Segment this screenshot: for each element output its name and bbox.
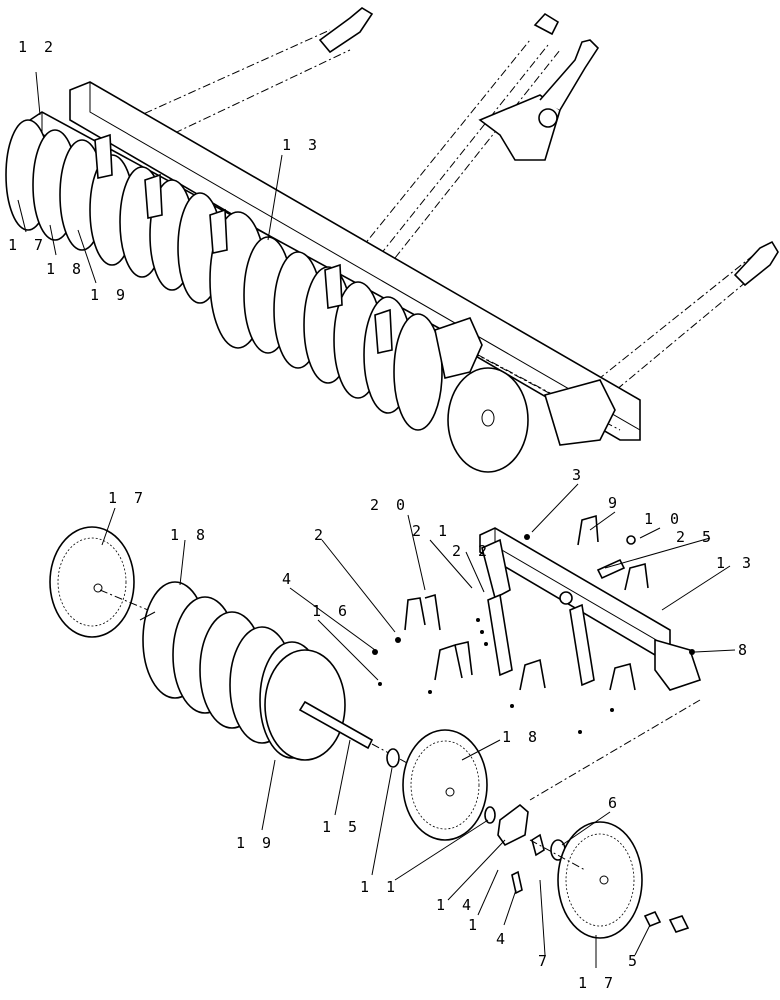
callout-5: 5 xyxy=(628,952,641,970)
bolt-4 xyxy=(511,870,523,895)
nut-5b xyxy=(668,915,690,933)
gang-bracket xyxy=(479,527,702,691)
callout-16: 1 6 xyxy=(312,602,351,620)
callout-4b: 4 xyxy=(496,930,509,948)
callout-14: 1 4 xyxy=(436,896,475,914)
callout-17a: 1 7 xyxy=(108,489,147,507)
washer-11 xyxy=(386,748,400,768)
callout-1: 1 xyxy=(468,916,481,934)
top-leaders xyxy=(17,71,283,284)
nut-5 xyxy=(643,910,662,928)
disc-stack xyxy=(139,581,346,761)
hardware-dots xyxy=(372,534,695,734)
callout-4a: 4 xyxy=(282,570,295,588)
exploded-view xyxy=(49,514,702,939)
top-disc-gang xyxy=(5,119,529,473)
callout-13b: 1 3 xyxy=(716,554,755,572)
bearing-14 xyxy=(497,803,529,847)
callout-12: 1 2 xyxy=(18,38,57,56)
callout-17: 1 7 xyxy=(8,236,47,254)
callout-2: 2 xyxy=(314,526,327,544)
gang-hangers xyxy=(94,133,483,379)
callout-15: 1 5 xyxy=(322,818,361,836)
callout-21: 2 1 xyxy=(412,522,451,540)
callout-22: 2 2 xyxy=(452,542,491,560)
callout-6: 6 xyxy=(608,794,621,812)
bolt-part xyxy=(531,833,545,857)
callout-18: 1 8 xyxy=(46,260,85,278)
end-disc-right xyxy=(557,821,643,939)
callout-19b: 1 9 xyxy=(236,834,275,852)
callout-3: 3 xyxy=(572,466,585,484)
callout-19: 1 9 xyxy=(90,286,129,304)
callout-25: 2 5 xyxy=(676,528,715,546)
washer-11b xyxy=(484,806,496,824)
callout-13: 1 3 xyxy=(282,136,321,154)
top-assembly xyxy=(5,7,779,473)
callout-10: 1 0 xyxy=(644,510,683,528)
callout-9: 9 xyxy=(608,494,621,512)
callout-8: 8 xyxy=(738,641,751,659)
bottom-leaders xyxy=(101,483,736,968)
callout-11: 1 1 xyxy=(360,878,399,896)
hitch-arms xyxy=(129,7,779,421)
callout-7: 7 xyxy=(538,952,551,970)
callout-18a: 1 8 xyxy=(170,526,209,544)
callout-18b: 1 8 xyxy=(502,728,541,746)
callout-17b: 1 7 xyxy=(578,974,617,992)
callout-20: 2 0 xyxy=(370,496,409,514)
disc-18-loose xyxy=(402,729,488,841)
end-disc-left xyxy=(49,526,135,638)
u-bolts xyxy=(404,514,649,691)
